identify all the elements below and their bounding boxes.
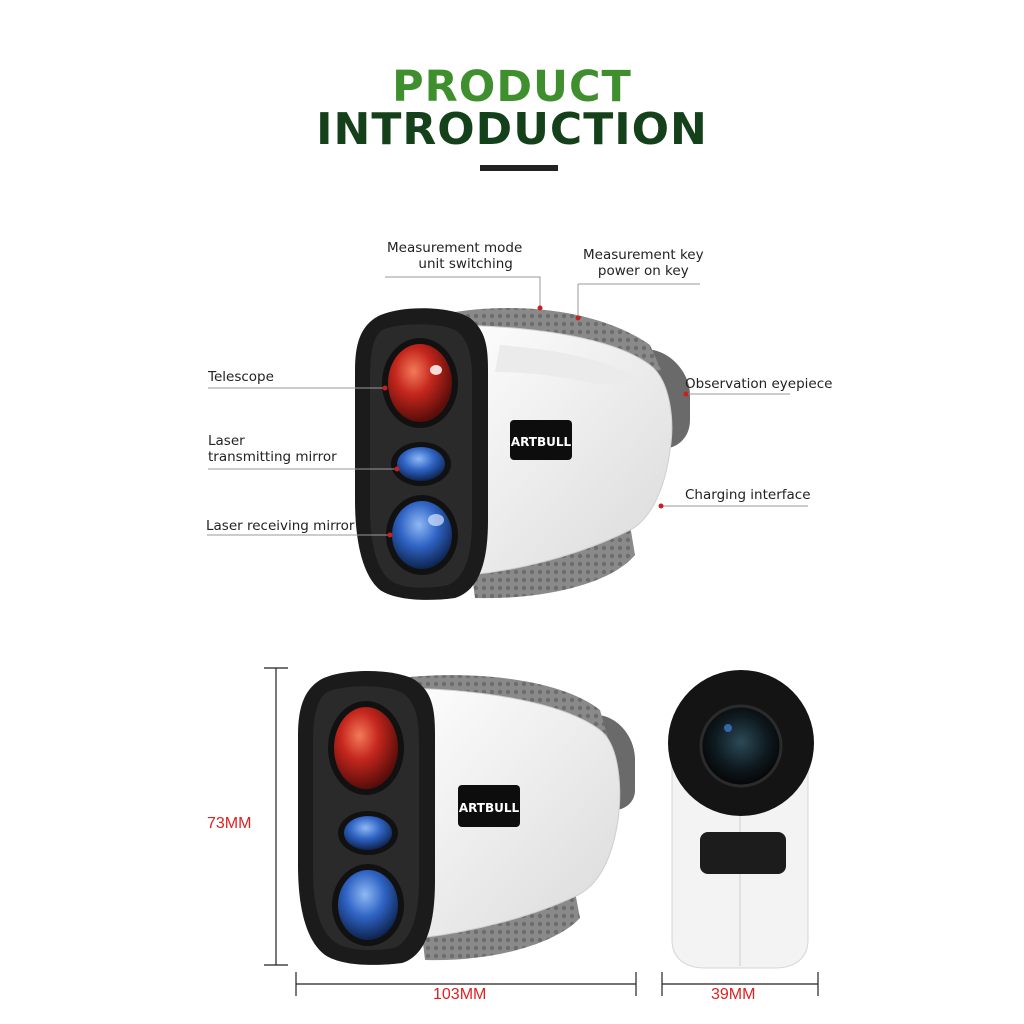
dimension-lines — [264, 667, 819, 996]
label-telescope: Telescope — [208, 369, 274, 385]
brand-text-top: ARTBULL — [511, 435, 572, 449]
label-eyepiece: Observation eyepiece — [685, 376, 833, 392]
charging-cover — [700, 832, 786, 874]
dimension-width: 39MM — [711, 986, 756, 1003]
label-laser-rx: Laser receiving mirror — [206, 518, 355, 534]
brand-text-bottom: ARTBULL — [459, 801, 520, 815]
title-line-1: PRODUCT — [392, 62, 632, 112]
label-mode-switch-line1: Measurement mode — [387, 240, 523, 256]
bottom-device-rear — [668, 670, 814, 969]
dimension-height: 73MM — [207, 815, 252, 832]
laser-rx-lens — [392, 501, 452, 569]
label-mode-switch: Measurement mode unit switching — [387, 240, 522, 272]
telescope-lens — [388, 344, 452, 422]
body-facet — [495, 345, 640, 385]
laser-tx-lens — [397, 447, 445, 481]
title-underline — [480, 165, 558, 171]
eyepiece-reflection — [724, 724, 732, 732]
telescope-lens — [334, 707, 398, 789]
label-mode-switch-line2: unit switching — [418, 256, 513, 272]
label-charging: Charging interface — [685, 487, 811, 503]
lens-glare — [430, 365, 442, 375]
top-device: ARTBULL — [355, 308, 690, 600]
dimension-length: 103MM — [433, 986, 487, 1003]
lens-glare — [428, 514, 444, 526]
bottom-device-front: ARTBULL — [298, 671, 635, 965]
laser-rx-lens — [338, 870, 398, 940]
label-laser-tx-line2: transmitting mirror — [208, 449, 337, 465]
brand-badge — [510, 420, 572, 460]
laser-tx-lens — [344, 816, 392, 850]
label-laser-tx-line1: Laser — [208, 433, 245, 449]
label-measure-key: Measurement key power on key — [583, 247, 704, 279]
title-line-2: INTRODUCTION — [316, 104, 708, 155]
brand-badge — [458, 785, 520, 827]
callout-dots — [382, 305, 689, 538]
label-measure-key-line2: power on key — [597, 263, 689, 279]
callout-lines — [207, 276, 808, 536]
eyepiece-glass — [699, 704, 783, 788]
label-measure-key-line1: Measurement key — [583, 247, 704, 263]
label-laser-tx: Laser transmitting mirror — [208, 433, 337, 465]
